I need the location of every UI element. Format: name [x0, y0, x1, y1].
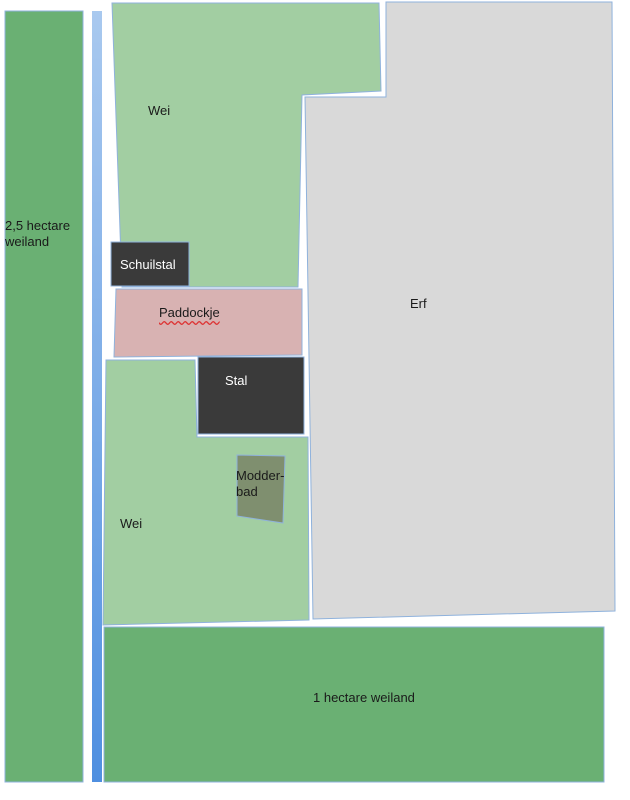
paddock-area [113, 288, 303, 358]
pasture-bottom-field [103, 626, 605, 783]
stal-label: Stal [225, 373, 248, 388]
pasture-top-area [111, 2, 382, 288]
ditch [92, 11, 102, 782]
mudbath-area [236, 454, 286, 524]
stable-building [197, 356, 305, 435]
modderbad-label: Modder- bad [236, 468, 285, 499]
pasture-left-label: 2,5 hectare weiland [5, 218, 71, 249]
paddockje-label: Paddockje [159, 305, 220, 320]
pasture-bottom-area [102, 359, 310, 626]
pasture-left-area [4, 10, 84, 783]
shelter-building [110, 241, 190, 287]
schuilstal-label: Schuilstal [120, 257, 176, 272]
wei-top-label: Wei [148, 103, 171, 118]
pasture-bottom-label: 1 hectare weiland [313, 690, 415, 705]
erf-label: Erf [410, 296, 427, 311]
wei-bottom-label: Wei [120, 516, 143, 531]
yard-area [304, 1, 616, 620]
